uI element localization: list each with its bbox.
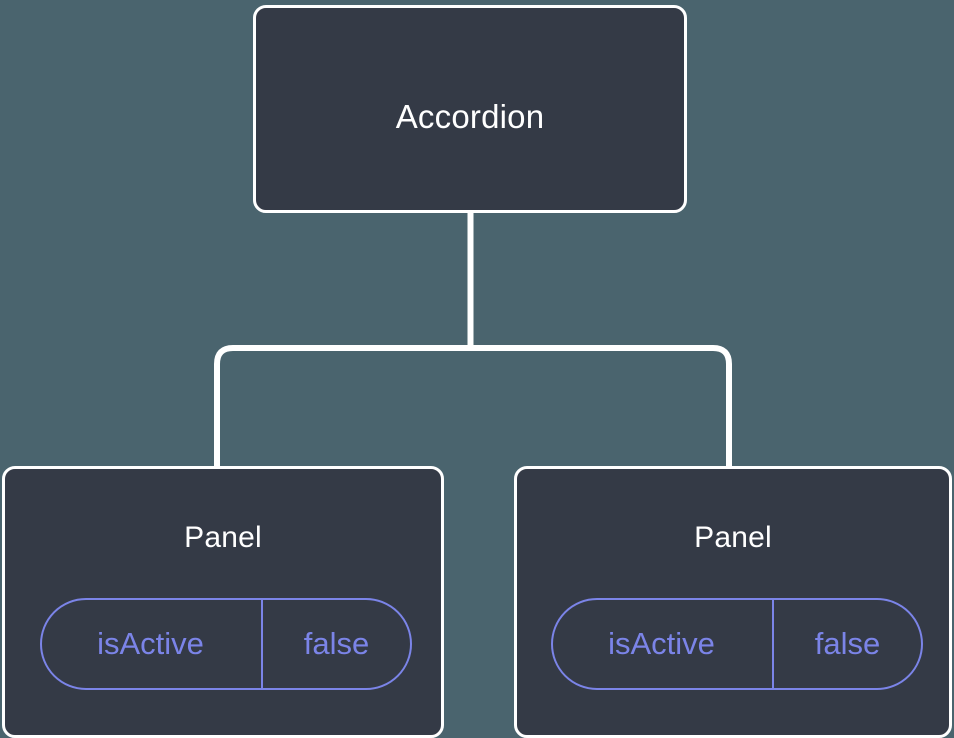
prop-key: isActive [553, 600, 774, 688]
node-panel-left-label: Panel [184, 521, 262, 554]
edge-to-panel-left [214, 345, 471, 468]
node-accordion-label: Accordion [395, 98, 545, 135]
edge-to-panel-right [470, 345, 732, 468]
prop-pill-is-active-right[interactable]: isActive false [551, 598, 923, 690]
prop-pill-is-active-left[interactable]: isActive false [40, 598, 412, 690]
prop-value: false [814, 626, 881, 661]
prop-value: false [303, 626, 370, 661]
node-panel-right-label: Panel [694, 521, 772, 554]
node-panel-left[interactable]: Panel isActive false [2, 466, 444, 738]
node-accordion[interactable]: Accordion [253, 5, 687, 213]
prop-key: isActive [42, 600, 263, 688]
node-panel-right[interactable]: Panel isActive false [514, 466, 952, 738]
